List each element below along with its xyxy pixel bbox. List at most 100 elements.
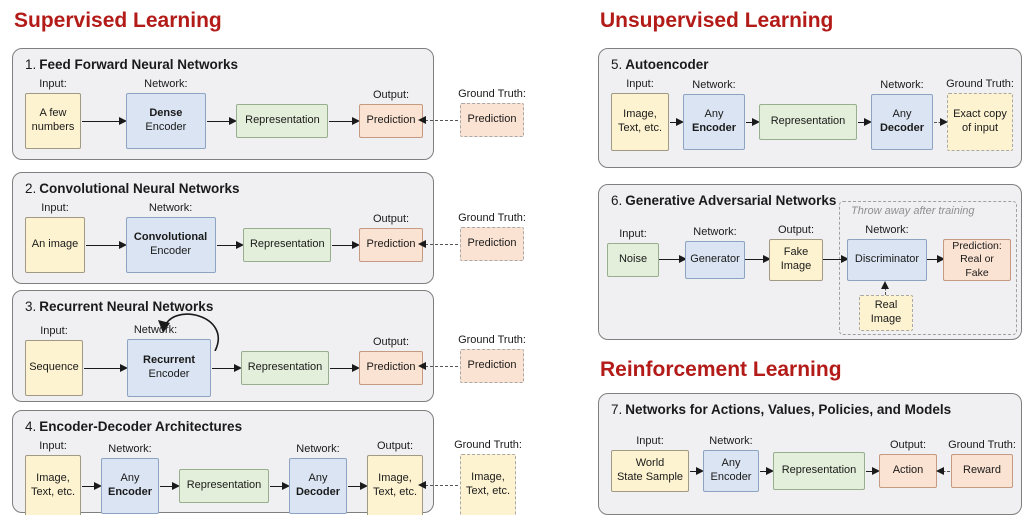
encoder-box: Any Encoder [101, 458, 159, 514]
ground-truth-box: Reward [951, 454, 1013, 488]
input-label: Input: [626, 78, 654, 90]
fake-image-node: Output: Fake Image [769, 224, 823, 281]
input-line2: State Sample [616, 471, 684, 483]
row-convolutional: 2.Convolutional Neural Networks Input: A… [12, 172, 534, 284]
network-box: Recurrent Encoder [127, 339, 211, 397]
representation-box: Representation [179, 469, 269, 503]
throw-away-container [839, 201, 1017, 335]
fake-image-box: Fake Image [769, 239, 823, 281]
input-node: Input: Image, Text, etc. [25, 440, 81, 515]
ground-truth-zone: Ground Truth: Prediction [418, 88, 526, 137]
ground-truth-label: Ground Truth: [458, 88, 526, 100]
arrow-dashed-left-icon [418, 361, 458, 370]
panel1-number: 1. [25, 57, 37, 72]
panel5-title-text: Autoencoder [625, 57, 709, 72]
ground-truth-node: Ground Truth: Prediction [458, 334, 526, 383]
input-node: Input: Image, Text, etc. [611, 78, 669, 151]
decoder-name: Decoder [295, 486, 341, 498]
arrow-dashed-up-icon [881, 281, 890, 295]
arrow-dashed-left-icon [418, 480, 458, 489]
arrow-right-icon [866, 466, 880, 475]
representation-node: Representation [241, 351, 329, 385]
decoder-box: Any Decoder [871, 94, 933, 150]
panel-rl: 7.Networks for Actions, Values, Policies… [598, 393, 1022, 515]
output-label: Output: [372, 89, 410, 101]
output-node: Output: Prediction [359, 336, 423, 385]
arrow-right-icon [160, 481, 180, 490]
throw-away-note: Throw away after training [851, 205, 975, 217]
network-label: Network: [108, 443, 152, 455]
ground-truth-label: Ground Truth: [458, 334, 526, 346]
ground-truth-zone: Ground Truth: Prediction [418, 212, 526, 261]
input-label: Input: [39, 78, 67, 90]
representation-box: Representation [241, 351, 329, 385]
output-label: Output: [777, 224, 815, 236]
output-label: Output: [372, 336, 410, 348]
input-box: World State Sample [611, 450, 689, 492]
panel6-title: 6.Generative Adversarial Networks [611, 193, 1011, 209]
arrow-right-icon [329, 116, 360, 125]
ground-truth-node: Ground Truth: Exact copy of input [946, 78, 1014, 151]
output-label: Output: [889, 439, 927, 451]
panel2-title: 2.Convolutional Neural Networks [25, 181, 423, 197]
arrow-right-icon [330, 363, 360, 372]
output-box: Action [879, 454, 937, 488]
arrow-right-icon [823, 255, 849, 264]
arrow-right-icon [86, 240, 127, 249]
representation-box: Representation [773, 452, 865, 490]
arrow-right-icon [332, 240, 360, 249]
decoder-node: Network: Any Decoder [871, 79, 933, 150]
panel5-number: 5. [611, 57, 623, 72]
panel2-title-text: Convolutional Neural Networks [39, 181, 240, 196]
arrow-right-icon [927, 255, 945, 264]
generator-box: Generator [685, 241, 745, 279]
input-box: Image, Text, etc. [611, 93, 669, 151]
input-node: Input: An image [25, 202, 85, 273]
arrow-dashed-right-icon [934, 117, 948, 126]
encoder-any: Any [120, 472, 140, 485]
reinforcement-heading: Reinforcement Learning [600, 358, 842, 381]
arrow-right-icon [690, 466, 704, 475]
representation-node: Representation [236, 104, 329, 138]
panel2-number: 2. [25, 181, 37, 196]
decoder-name: Decoder [879, 122, 925, 134]
input-box: Sequence [25, 340, 83, 396]
network-name: Dense [149, 107, 183, 120]
network-label: Network: [693, 226, 737, 238]
ground-truth-box: Prediction [460, 103, 524, 137]
representation-node: Representation [759, 104, 857, 140]
arrow-right-icon [746, 117, 760, 126]
input-label: Input: [636, 435, 664, 447]
input-node: Input: Sequence [25, 325, 83, 396]
network-label: Network: [144, 78, 188, 90]
representation-node: Representation [773, 452, 865, 490]
real-image-line2: Image [870, 313, 902, 325]
arrow-right-icon [670, 117, 684, 126]
panel6-title-text: Generative Adversarial Networks [625, 193, 837, 208]
arrow-right-icon [270, 481, 290, 490]
panel7-title: 7.Networks for Actions, Values, Policies… [611, 402, 1011, 418]
input-box: Image, Text, etc. [25, 455, 81, 515]
panel-recurrent: 3.Recurrent Neural Networks Input: Seque… [12, 290, 434, 402]
input-label: Input: [41, 202, 69, 214]
ground-truth-zone: Ground Truth: Image, Text, etc. [418, 439, 522, 515]
representation-box: Representation [236, 104, 329, 138]
row-recurrent: 3.Recurrent Neural Networks Input: Seque… [12, 290, 534, 402]
ground-truth-node: Ground Truth: Image, Text, etc. [454, 439, 522, 515]
network-label: Network: [148, 202, 193, 214]
input-box: A few numbers [25, 93, 81, 149]
panel-feed-forward: 1.Feed Forward Neural Networks Input: A … [12, 48, 434, 160]
ground-truth-label: Ground Truth: [458, 212, 526, 224]
network-node: Network: Convolutional Encoder [125, 202, 216, 273]
network-type: Encoder [150, 245, 192, 257]
input-node: Input: Noise [607, 228, 659, 277]
arrow-right-icon [760, 466, 774, 475]
output-box: Image, Text, etc. [367, 455, 423, 515]
panel1-title: 1.Feed Forward Neural Networks [25, 57, 423, 73]
output-label: Output: [372, 213, 410, 225]
panel4-number: 4. [25, 419, 37, 434]
ground-truth-node: Ground Truth: Reward [948, 439, 1016, 488]
encoder-any: Any [721, 457, 741, 470]
panel1-title-text: Feed Forward Neural Networks [39, 57, 239, 72]
supervised-column: Supervised Learning 1.Feed Forward Neura… [12, 6, 534, 515]
